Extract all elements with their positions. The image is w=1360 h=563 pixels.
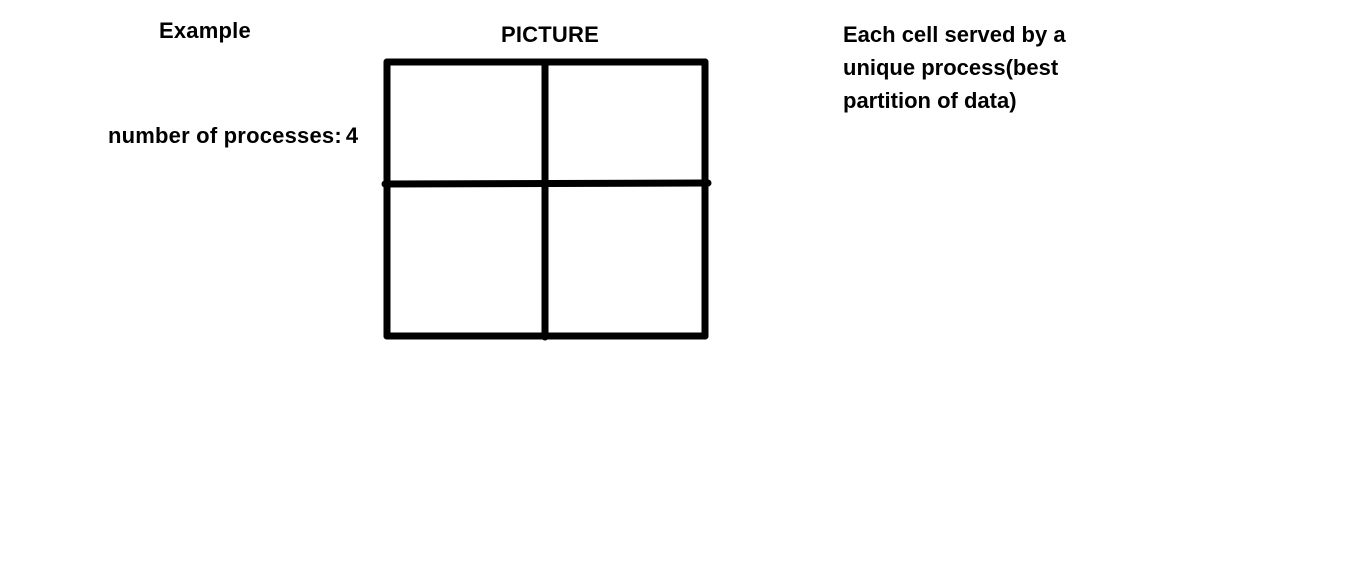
picture-label: PICTURE	[501, 22, 599, 47]
grid-divider-horizontal	[381, 179, 712, 188]
description-line-2: unique process(best	[843, 55, 1059, 80]
grid-cell-bottom-right	[545, 184, 705, 336]
example-title: Example	[159, 18, 251, 43]
grid-cell-top-right	[545, 62, 705, 184]
processes-label-text: number of processes:	[108, 123, 342, 148]
processes-count-label: number of processes:4	[108, 119, 358, 152]
grid-cell-bottom-left	[387, 184, 545, 336]
description-note: Each cell served by a unique process(bes…	[843, 18, 1143, 117]
processes-count-value: 4	[345, 123, 359, 148]
description-line-1: Each cell served by a	[843, 22, 1066, 47]
description-line-3: partition of data)	[843, 88, 1017, 113]
grid-cell-top-left	[387, 62, 545, 184]
